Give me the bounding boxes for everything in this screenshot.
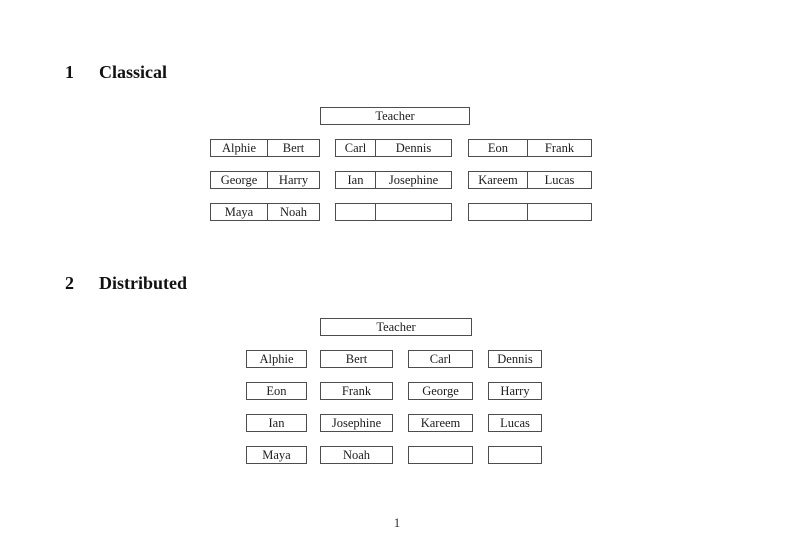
desk-seat-right [376, 204, 451, 220]
desk-r1-c1: Alphie Bert [210, 139, 320, 157]
desk-seat-right: Harry [278, 172, 309, 187]
desk-seat-left: Ian [336, 172, 376, 188]
teacher-box-distributed: Teacher [320, 318, 472, 336]
seat-r4-c4 [488, 446, 542, 464]
seat-r3-c3: Kareem [408, 414, 473, 432]
desk-seat-right: Noah [279, 204, 308, 219]
desk-r3-c3 [468, 203, 592, 221]
seat-r1-c1: Alphie [246, 350, 307, 368]
desk-seat-left: Eon [469, 140, 528, 156]
desk-seat-left: George [211, 172, 268, 188]
desk-seat-left: Kareem [469, 172, 528, 188]
desk-r3-c2 [335, 203, 452, 221]
teacher-label: Teacher [375, 108, 415, 123]
seat-r3-c2: Josephine [320, 414, 393, 432]
section-2-title: Distributed [99, 273, 188, 293]
teacher-label: Teacher [376, 319, 416, 334]
desk-seat-right: Dennis [395, 140, 432, 155]
section-1-title: Classical [99, 62, 168, 82]
section-2-heading: 2 Distributed [65, 272, 187, 294]
seat-r1-c2: Bert [320, 350, 393, 368]
desk-r2-c3: Kareem Lucas [468, 171, 592, 189]
desk-seat-right: Bert [282, 140, 305, 155]
seat-r4-c1: Maya [246, 446, 307, 464]
seat-r3-c4: Lucas [488, 414, 542, 432]
desk-r1-c3: Eon Frank [468, 139, 592, 157]
seat-r2-c2: Frank [320, 382, 393, 400]
seat-r2-c3: George [408, 382, 473, 400]
desk-seat-right [528, 204, 591, 220]
desk-seat-left [469, 204, 528, 220]
desk-seat-left: Maya [211, 204, 268, 220]
desk-seat-left [336, 204, 376, 220]
desk-seat-right: Lucas [544, 172, 575, 187]
desk-seat-right: Frank [544, 140, 575, 155]
desk-seat-right: Josephine [388, 172, 439, 187]
seat-r4-c3 [408, 446, 473, 464]
seat-r2-c4: Harry [488, 382, 542, 400]
seat-r2-c1: Eon [246, 382, 307, 400]
desk-seat-left: Carl [336, 140, 376, 156]
desk-r3-c1: Maya Noah [210, 203, 320, 221]
page-number: 1 [393, 515, 401, 530]
section-2-number: 2 [65, 273, 74, 293]
teacher-box-classical: Teacher [320, 107, 470, 125]
desk-r2-c2: Ian Josephine [335, 171, 452, 189]
desk-r2-c1: George Harry [210, 171, 320, 189]
desk-seat-left: Alphie [211, 140, 268, 156]
seat-r3-c1: Ian [246, 414, 307, 432]
seat-r1-c3: Carl [408, 350, 473, 368]
section-1-number: 1 [65, 62, 74, 82]
desk-r1-c2: Carl Dennis [335, 139, 452, 157]
seat-r4-c2: Noah [320, 446, 393, 464]
seat-r1-c4: Dennis [488, 350, 542, 368]
section-1-heading: 1 Classical [65, 61, 167, 83]
